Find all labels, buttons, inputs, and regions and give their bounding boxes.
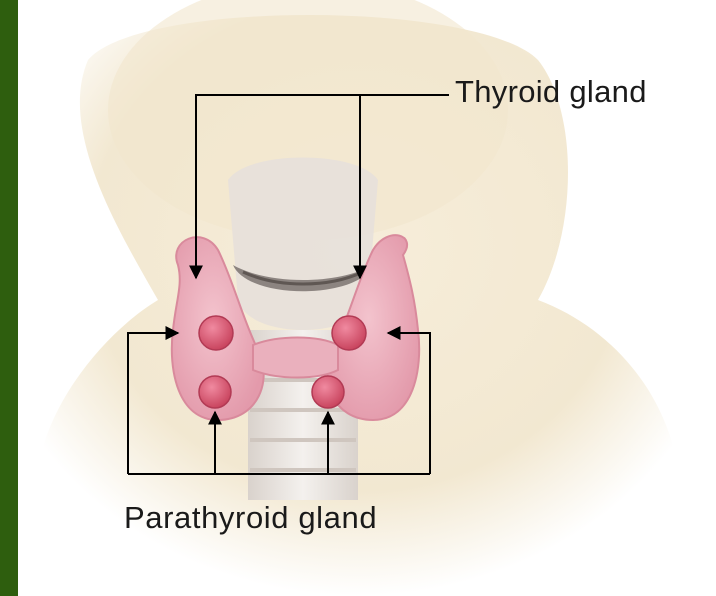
parathyroid-gland-label: Parathyroid gland <box>124 500 377 536</box>
side-accent-bar <box>0 0 18 596</box>
diagram-canvas: Thyroid gland Parathyroid gland <box>18 0 716 596</box>
thyroid-gland-label: Thyroid gland <box>455 74 647 110</box>
